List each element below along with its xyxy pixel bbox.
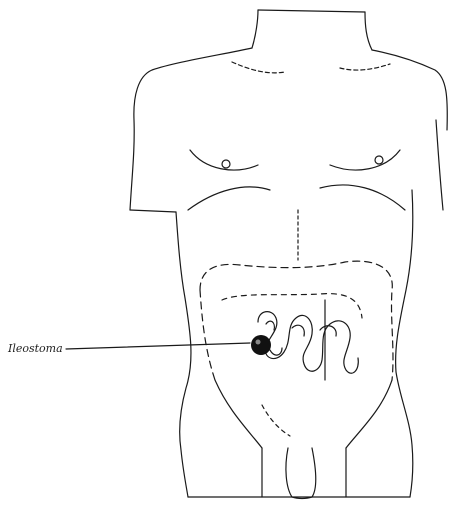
ileostoma-marker	[251, 335, 271, 355]
right-arm-line	[436, 120, 443, 210]
right-shoulder-outline	[372, 50, 447, 130]
leg-lines	[262, 448, 346, 497]
right-body-side	[396, 190, 413, 497]
rib-margin-left	[188, 187, 270, 210]
ileostoma-label: Ileostoma	[8, 342, 63, 356]
groin-right	[346, 380, 392, 448]
left-shoulder-outline	[130, 48, 252, 210]
lower-abdomen-hint	[262, 405, 290, 436]
ileostoma-highlight	[256, 340, 261, 345]
neck-top	[258, 10, 365, 12]
colon-outline-dashed	[200, 261, 393, 380]
genital-outline	[286, 448, 316, 499]
rib-margin-right	[320, 185, 405, 210]
colon-inner-dashed	[222, 294, 362, 318]
nipple-left	[222, 160, 230, 168]
callout-line	[66, 343, 250, 349]
pectoral-right	[330, 150, 400, 170]
intestine-loops	[258, 312, 358, 374]
clavicle-lines	[232, 62, 390, 73]
left-body-side	[176, 212, 191, 497]
neck-outline	[252, 10, 372, 50]
groin-left	[215, 380, 262, 448]
nipple-right	[375, 156, 383, 164]
left-arm-cut	[130, 210, 176, 212]
